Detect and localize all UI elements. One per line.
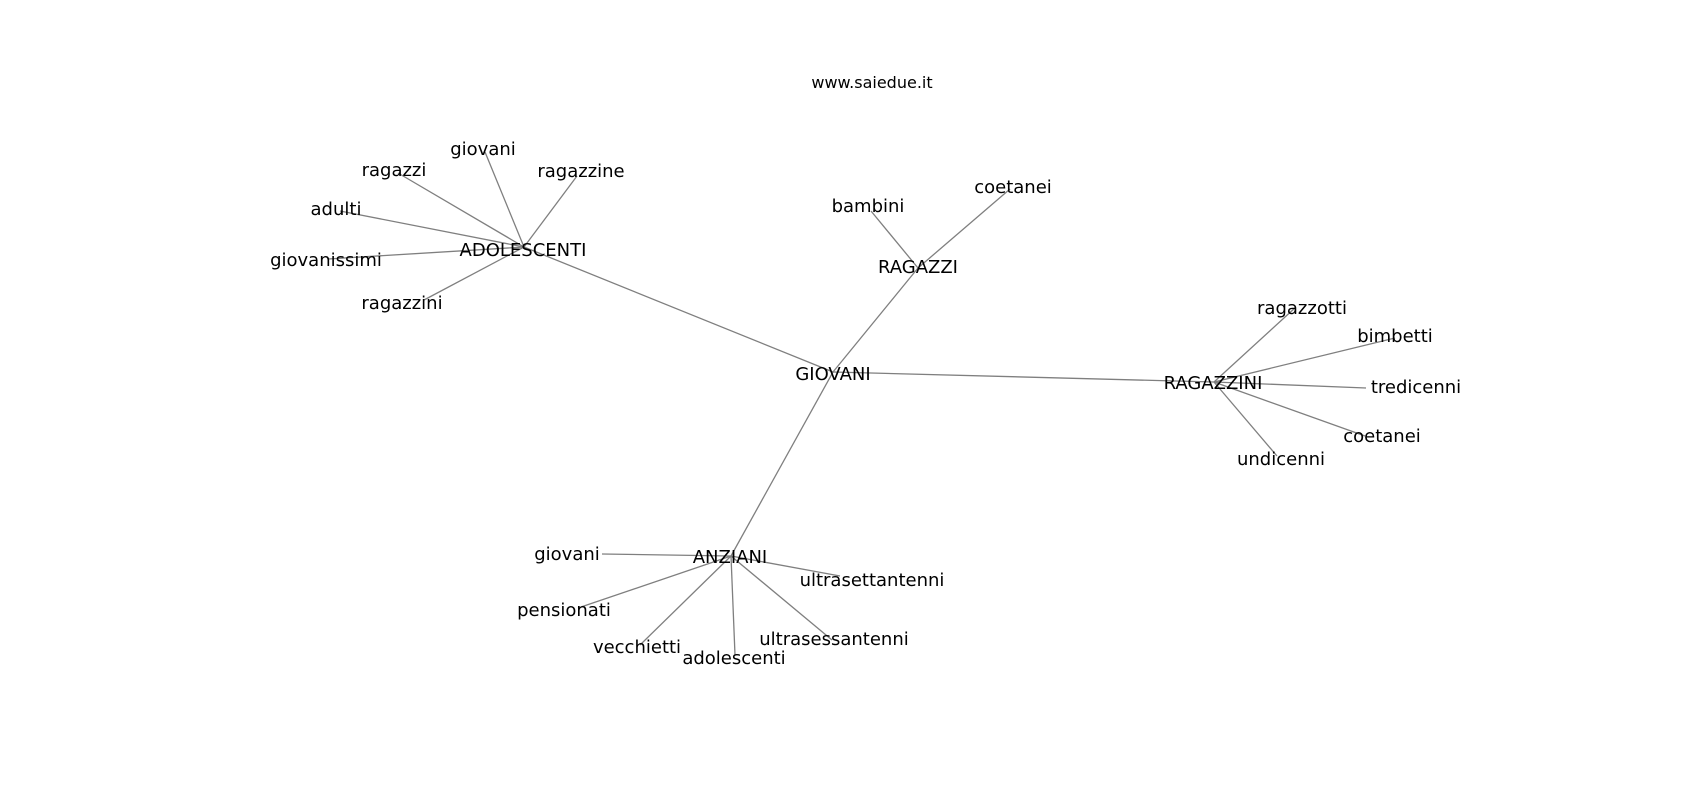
edge-anziani-an_pensionati [577, 555, 732, 609]
leaf-node-an_ultrasettantenni: ultrasettantenni [800, 570, 945, 591]
edge-adolescenti-a_ragazzi [397, 172, 525, 248]
edge-giovani_center-ragazzi [832, 267, 919, 373]
leaf-node-a_adulti: adulti [311, 199, 362, 220]
leaf-node-rz_ragazzotti: ragazzotti [1257, 298, 1347, 319]
leaf-node-an_ultrasessantenni: ultrasessantenni [759, 629, 909, 650]
edge-ragazzini-rz_tredicenni [1213, 381, 1367, 389]
leaf-node-r_coetanei: coetanei [974, 177, 1052, 198]
edge-adolescenti-a_ragazzine [523, 175, 578, 248]
labels-layer: GIOVANI ADOLESCENTI RAGAZZI RAGAZZINI ANZIAN… [270, 139, 1461, 669]
edge-ragazzini-rz_undicenni [1213, 381, 1278, 457]
leaf-node-a_ragazzine: ragazzine [537, 161, 624, 182]
edge-adolescenti-a_ragazzini [423, 246, 525, 301]
edge-ragazzi-r_coetanei [917, 188, 1011, 269]
edge-ragazzini-rz_coetanei [1213, 381, 1366, 437]
leaf-node-an_giovani: giovani [534, 544, 600, 565]
edge-anziani-an_vecchietti [639, 555, 732, 646]
leaf-node-r_bambini: bambini [832, 196, 905, 217]
leaf-node-rz_coetanei: coetanei [1343, 426, 1421, 447]
edges-layer [327, 151, 1396, 656]
leaf-node-rz_bimbetti: bimbetti [1357, 326, 1433, 347]
edge-anziani-an_ultrasettantenni [730, 555, 841, 577]
edge-giovani_center-anziani [730, 371, 834, 557]
edge-adolescenti-a_adulti [339, 210, 525, 248]
edge-giovani_center-adolescenti [523, 246, 834, 373]
hub-node-anziani: ANZIANI [693, 547, 768, 568]
hub-node-ragazzi: RAGAZZI [878, 257, 958, 278]
edge-adolescenti-a_giovanissimi [327, 246, 525, 260]
hub-node-giovani_center: GIOVANI [795, 364, 870, 385]
leaf-node-a_giovani: giovani [450, 139, 516, 160]
site-title: www.saiedue.it [811, 73, 932, 92]
edge-ragazzini-rz_bimbetti [1213, 337, 1396, 383]
hub-node-ragazzini: RAGAZZINI [1164, 373, 1263, 394]
leaf-node-a_giovanissimi: giovanissimi [270, 250, 382, 271]
leaf-node-an_pensionati: pensionati [517, 600, 611, 621]
leaf-node-rz_undicenni: undicenni [1237, 449, 1325, 470]
leaf-node-a_ragazzini: ragazzini [361, 293, 442, 314]
leaf-node-a_ragazzi: ragazzi [362, 160, 427, 181]
hub-node-adolescenti: ADOLESCENTI [460, 240, 587, 261]
edge-anziani-an_ultrasessantenni [730, 555, 833, 641]
edge-giovani_center-ragazzini [832, 371, 1215, 383]
leaf-node-rz_tredicenni: tredicenni [1371, 377, 1461, 398]
leaf-node-an_vecchietti: vecchietti [593, 637, 681, 658]
edge-ragazzini-rz_ragazzotti [1213, 306, 1297, 383]
leaf-node-an_adolescenti: adolescenti [682, 648, 785, 669]
edge-ragazzi-r_bambini [870, 210, 919, 269]
edge-adolescenti-a_giovani [484, 151, 525, 248]
edge-anziani-an_giovani [601, 553, 732, 557]
edge-anziani-an_adolescenti [730, 555, 736, 656]
